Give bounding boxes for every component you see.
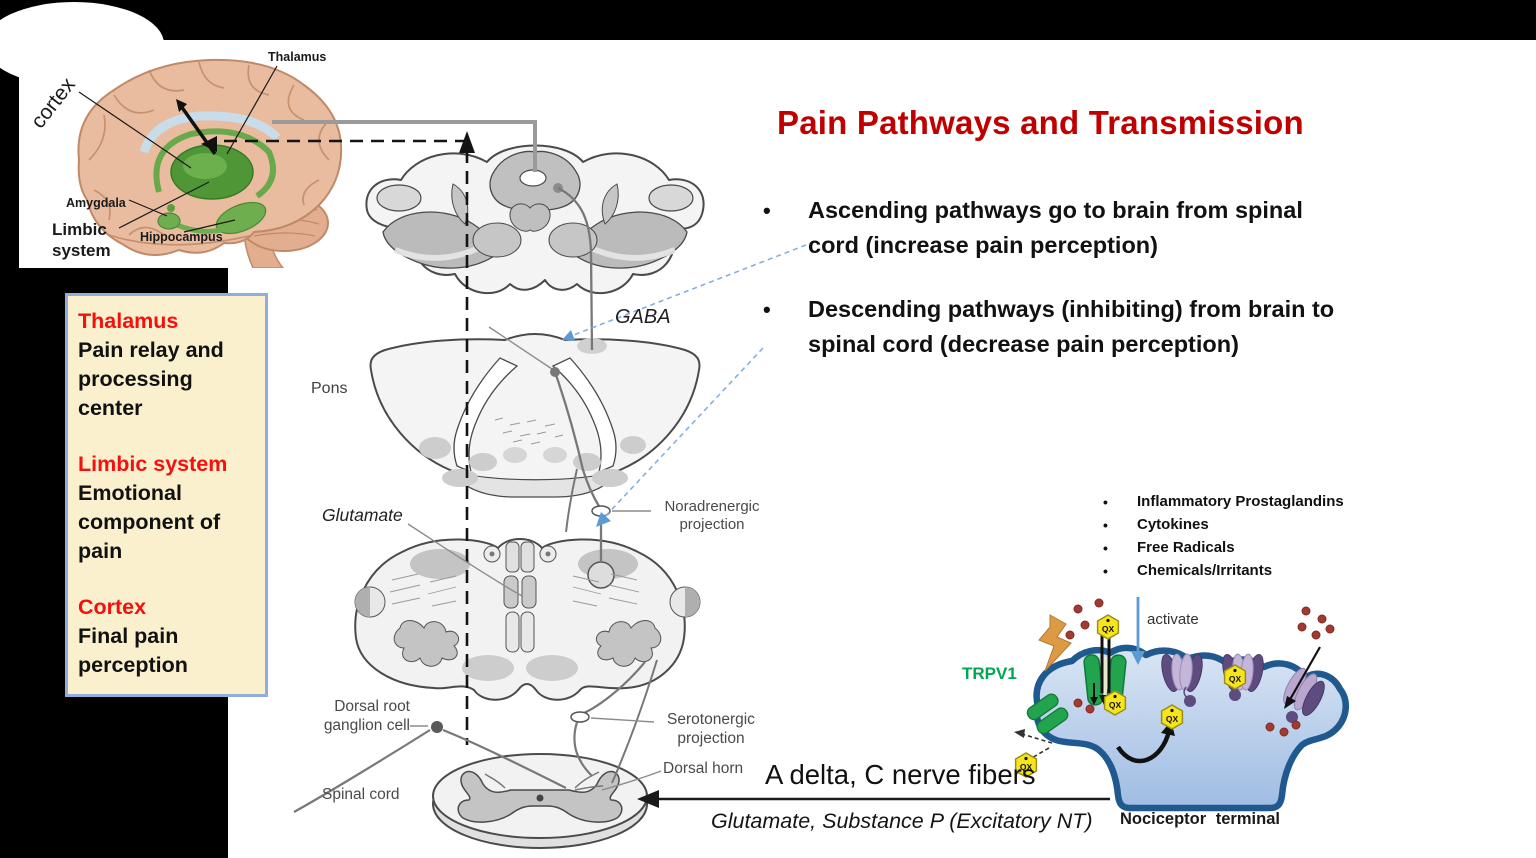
gaba-label: GABA	[615, 306, 671, 328]
trpv1-label: TRPV1	[962, 664, 1017, 683]
thalamus-label: Thalamus	[268, 50, 327, 64]
info-item-limbic: Limbic system Emotional component of pai…	[78, 452, 228, 563]
spinal-cord-label: Spinal cord	[322, 786, 400, 803]
bullet-icon	[1103, 517, 1137, 533]
top-black-band	[0, 0, 1536, 40]
list-item: Chemicals/Irritants	[1103, 563, 1344, 579]
medulla-section	[354, 538, 701, 701]
info-item-cortex: Cortex Final pain perception	[78, 595, 188, 677]
hippocampus-label: Hippocampus	[140, 230, 223, 244]
spinal-cord-section	[432, 753, 648, 849]
gaba-target	[577, 338, 607, 354]
label-pointer-lines	[78, 65, 278, 233]
nociceptor-terminal-label: Nociceptor terminal	[1120, 810, 1280, 828]
bullet-list: Ascending pathways go to brain from spin…	[763, 193, 1355, 391]
into-thalamus-arrowhead-icon	[201, 136, 217, 152]
activate-arrowhead-icon	[1131, 651, 1145, 665]
bullet-icon	[1103, 563, 1137, 579]
bullet-icon	[1103, 540, 1137, 556]
amygdala-shape	[157, 212, 181, 230]
olive-right	[596, 620, 662, 667]
bullet-icon	[763, 193, 808, 263]
channel-pore-gap	[1101, 657, 1109, 703]
info-box: Thalamus Pain relay and processing cente…	[65, 293, 268, 697]
dorsal-horn-label: Dorsal horn	[663, 760, 744, 777]
efflux-dashed-arrowhead-icon	[1014, 729, 1025, 738]
info-item-thalamus: Thalamus Pain relay and processing cente…	[78, 309, 224, 420]
dorsal-root-ganglion-label: Dorsal root ganglion cell	[323, 698, 410, 734]
amygdala-label: Amygdala	[66, 196, 126, 210]
glutamate-label: Glutamate	[322, 505, 403, 525]
page-title: Pain Pathways and Transmission	[777, 104, 1304, 141]
activate-label: activate	[1147, 611, 1199, 628]
pons-outline	[369, 333, 701, 485]
limbic-system-label: Limbic system	[52, 220, 111, 260]
list-item: Descending pathways (inhibiting) from br…	[763, 292, 1355, 362]
drg-cell-body	[431, 721, 443, 733]
intracellular-arrow	[1116, 730, 1172, 764]
list-item: Inflammatory Prostaglandins	[1103, 494, 1344, 510]
serotonergic-projection-label: Serotonergic projection	[667, 711, 755, 747]
nociceptor-terminal-diagram: QX	[1014, 597, 1349, 812]
noxious-stimulus-lightning-icon	[1038, 614, 1072, 672]
pons-label: Pons	[311, 380, 348, 397]
midbrain-section	[365, 144, 705, 294]
trpv1-channel-closed	[1026, 693, 1069, 735]
influx-arrowhead-icon	[1284, 696, 1296, 709]
up-left-arrowhead-icon	[176, 99, 187, 112]
corpus-callosum	[139, 111, 281, 154]
mediator-list: Inflammatory Prostaglandins Cytokines Fr…	[1103, 494, 1344, 586]
pons-section	[369, 333, 701, 498]
noradrenergic-bouton	[591, 505, 611, 517]
aqueduct	[519, 169, 547, 187]
noradrenergic-target	[587, 561, 615, 589]
bullet-icon	[1103, 494, 1137, 510]
list-item: Ascending pathways go to brain from spin…	[763, 193, 1355, 263]
neurotransmitters-label: Glutamate, Substance P (Excitatory NT)	[711, 809, 1093, 833]
receptor-right	[1283, 667, 1325, 716]
central-canal	[536, 794, 544, 802]
noradrenergic-projection-label: Noradrenergic projection	[664, 498, 760, 533]
list-item: Free Radicals	[1103, 540, 1344, 556]
ion-dots	[1065, 598, 1335, 737]
nerve-fibers-label: A delta, C nerve fibers	[765, 759, 1036, 790]
bullet-icon	[763, 292, 808, 362]
list-item: Cytokines	[1103, 517, 1344, 533]
